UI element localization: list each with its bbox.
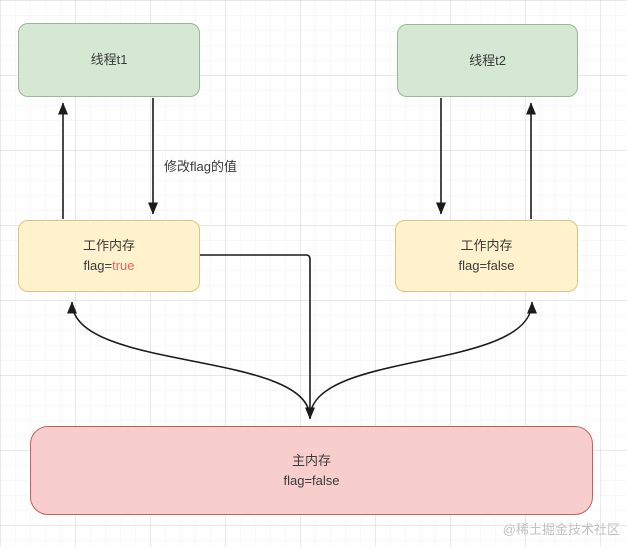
modify-flag-edge-label: 修改flag的值 xyxy=(164,159,237,174)
working-memory-right-title: 工作内存 xyxy=(460,238,513,253)
thread-t2-label: 线程t2 xyxy=(469,52,506,68)
thread-t1-label: 线程t1 xyxy=(90,52,128,67)
working-memory-left-node: 工作内存 flag=true xyxy=(18,220,200,292)
edge-main-memory-to-wm-right xyxy=(309,301,537,419)
flag-value-false: false xyxy=(312,472,340,488)
thread-t1-node: 线程t1 xyxy=(18,23,200,97)
flag-label: flag= xyxy=(458,258,488,273)
working-memory-left-title: 工作内存 xyxy=(82,238,135,253)
main-memory-node: 主内存 flag=false xyxy=(30,426,593,515)
edge-wm-left-to-main-memory xyxy=(200,254,315,420)
flag-label: flag= xyxy=(283,472,313,488)
thread-t2-node: 线程t2 xyxy=(397,24,578,97)
working-memory-right-flag: flag=false xyxy=(458,256,514,276)
main-memory-flag: flag=false xyxy=(283,471,339,491)
edge-main-memory-to-wm-left xyxy=(67,301,311,419)
juejin-watermark: @稀土掘金技术社区 xyxy=(502,522,620,537)
working-memory-right-node: 工作内存 flag=false xyxy=(395,220,578,292)
working-memory-left-flag: flag=true xyxy=(84,256,135,276)
flag-label: flag= xyxy=(83,258,113,273)
flag-value-true: true xyxy=(112,258,135,273)
main-memory-title: 主内存 xyxy=(291,452,331,468)
flag-value-false: false xyxy=(487,258,515,273)
